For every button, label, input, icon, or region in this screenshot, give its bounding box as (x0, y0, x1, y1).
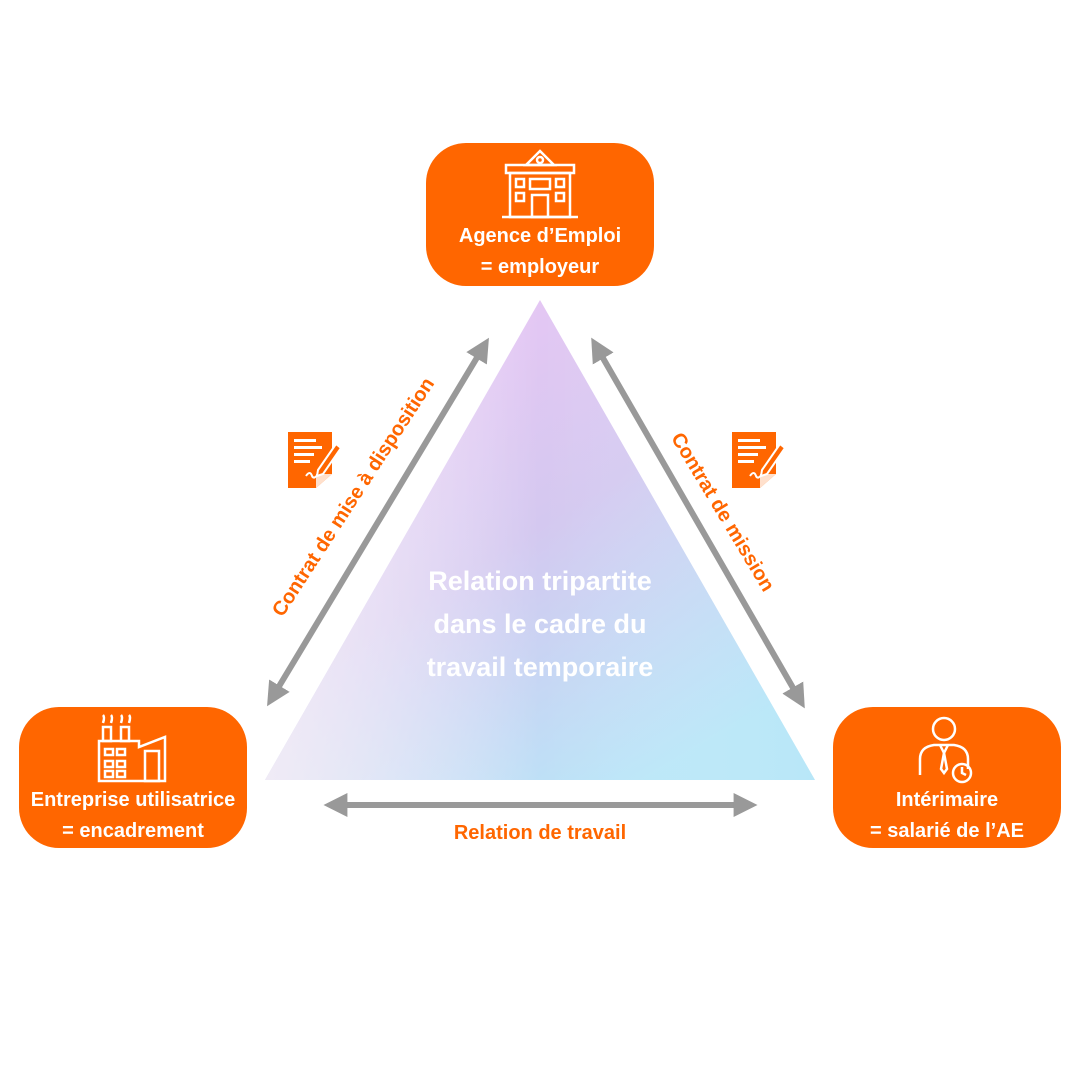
center-line-2: dans le cadre du (433, 609, 647, 639)
agency-title: Agence d’Emploi (458, 225, 622, 247)
center-line-1: Relation tripartite (428, 566, 652, 596)
node-agency: Agence d’Emploi = employeur (426, 143, 654, 286)
node-worker: Intérimaire = salarié de l’AE (833, 707, 1061, 848)
arrow-left (267, 337, 489, 707)
center-line-3: travail temporaire (426, 652, 654, 682)
building-icon (502, 149, 578, 219)
company-title: Entreprise utilisatrice (30, 789, 236, 811)
agency-role: = employeur (480, 256, 600, 278)
company-role: = encadrement (62, 820, 204, 842)
factory-icon (97, 714, 167, 783)
node-company: Entreprise utilisatrice = encadrement (19, 707, 247, 848)
worker-title: Intérimaire (895, 789, 999, 811)
contract-document-icon-right (732, 432, 787, 488)
edge-label-relation-travail: Relation de travail (453, 822, 627, 844)
worker-icon (918, 716, 973, 784)
center-caption: Relation tripartite dans le cadre du tra… (380, 560, 700, 689)
arrow-right (591, 337, 805, 709)
contract-document-icon-left (288, 432, 343, 488)
worker-role: = salarié de l’AE (870, 820, 1024, 842)
